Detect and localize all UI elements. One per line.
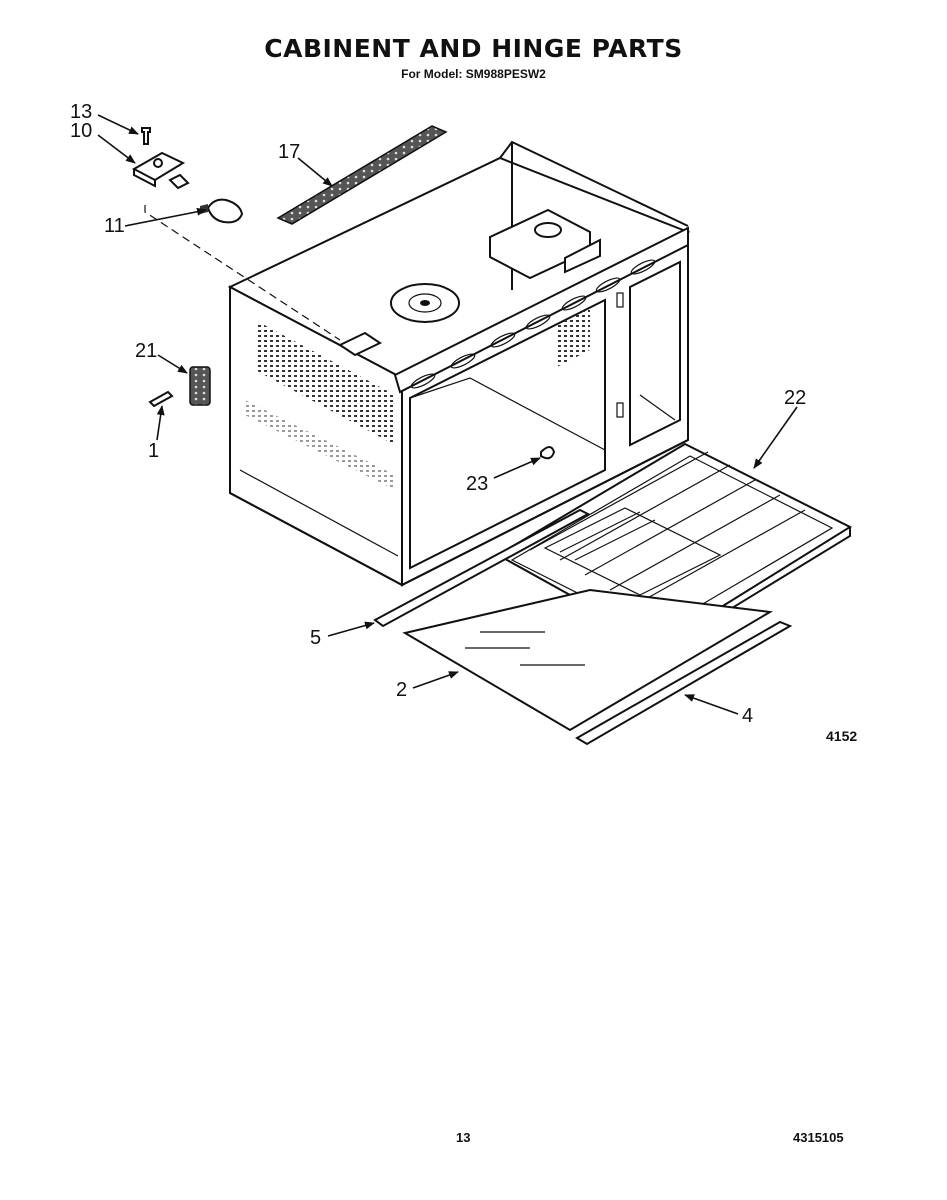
callout-23: 23 [466, 473, 488, 495]
part-2-glass-panel [402, 588, 774, 732]
callout-21: 21 [135, 340, 157, 362]
light-opening [337, 331, 383, 357]
callout-4: 4 [742, 705, 753, 727]
part-1-screw [148, 390, 174, 408]
part-4-rail [575, 620, 793, 746]
stirrer-cover [390, 283, 460, 323]
door-assembly [373, 442, 853, 746]
model-subtitle: For Model: SM988PESW2 [401, 67, 546, 81]
part-17-gasket [276, 125, 448, 225]
light-assembly [131, 127, 244, 224]
callout-17: 17 [278, 141, 300, 163]
callout-10: 10 [70, 120, 92, 142]
door-latch [540, 446, 556, 460]
callout-22: 22 [784, 387, 806, 409]
front-top-rail [393, 226, 689, 394]
document-number: 4315105 [793, 1130, 844, 1145]
callout-11: 11 [104, 215, 125, 237]
callout-1: 1 [148, 440, 159, 462]
cabinet [144, 140, 691, 587]
page-title: CABINENT AND HINGE PARTS [264, 34, 683, 63]
front-rail-vent-slots [410, 259, 656, 389]
part-11-light-bulb [206, 198, 244, 224]
callout-leaders [97, 114, 798, 715]
callout-13: 13 [70, 101, 92, 123]
light-socket [168, 173, 190, 190]
callout-2: 2 [396, 679, 407, 701]
figure-number: 4152 [826, 728, 857, 744]
side-vents [255, 320, 395, 445]
control-compartment [629, 260, 681, 447]
page-number: 13 [456, 1130, 471, 1145]
part-13-screw [141, 127, 151, 145]
callout-5: 5 [310, 627, 321, 649]
part-21-latch-block [189, 366, 211, 406]
part-5-rail [373, 508, 591, 628]
